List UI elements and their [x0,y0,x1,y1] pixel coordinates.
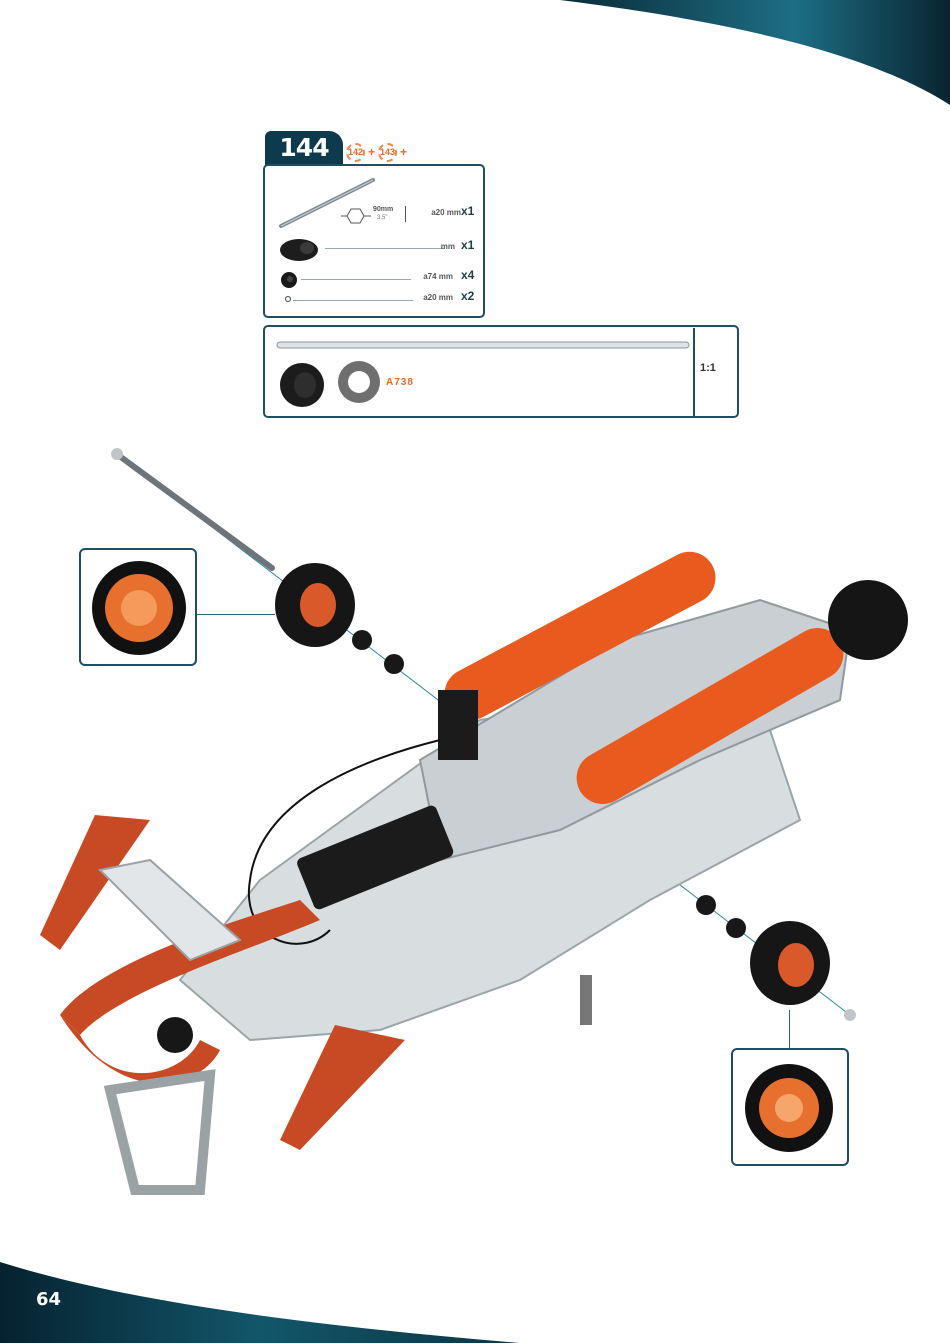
axle-rod [118,455,272,568]
page-number: 64 [36,1289,61,1310]
